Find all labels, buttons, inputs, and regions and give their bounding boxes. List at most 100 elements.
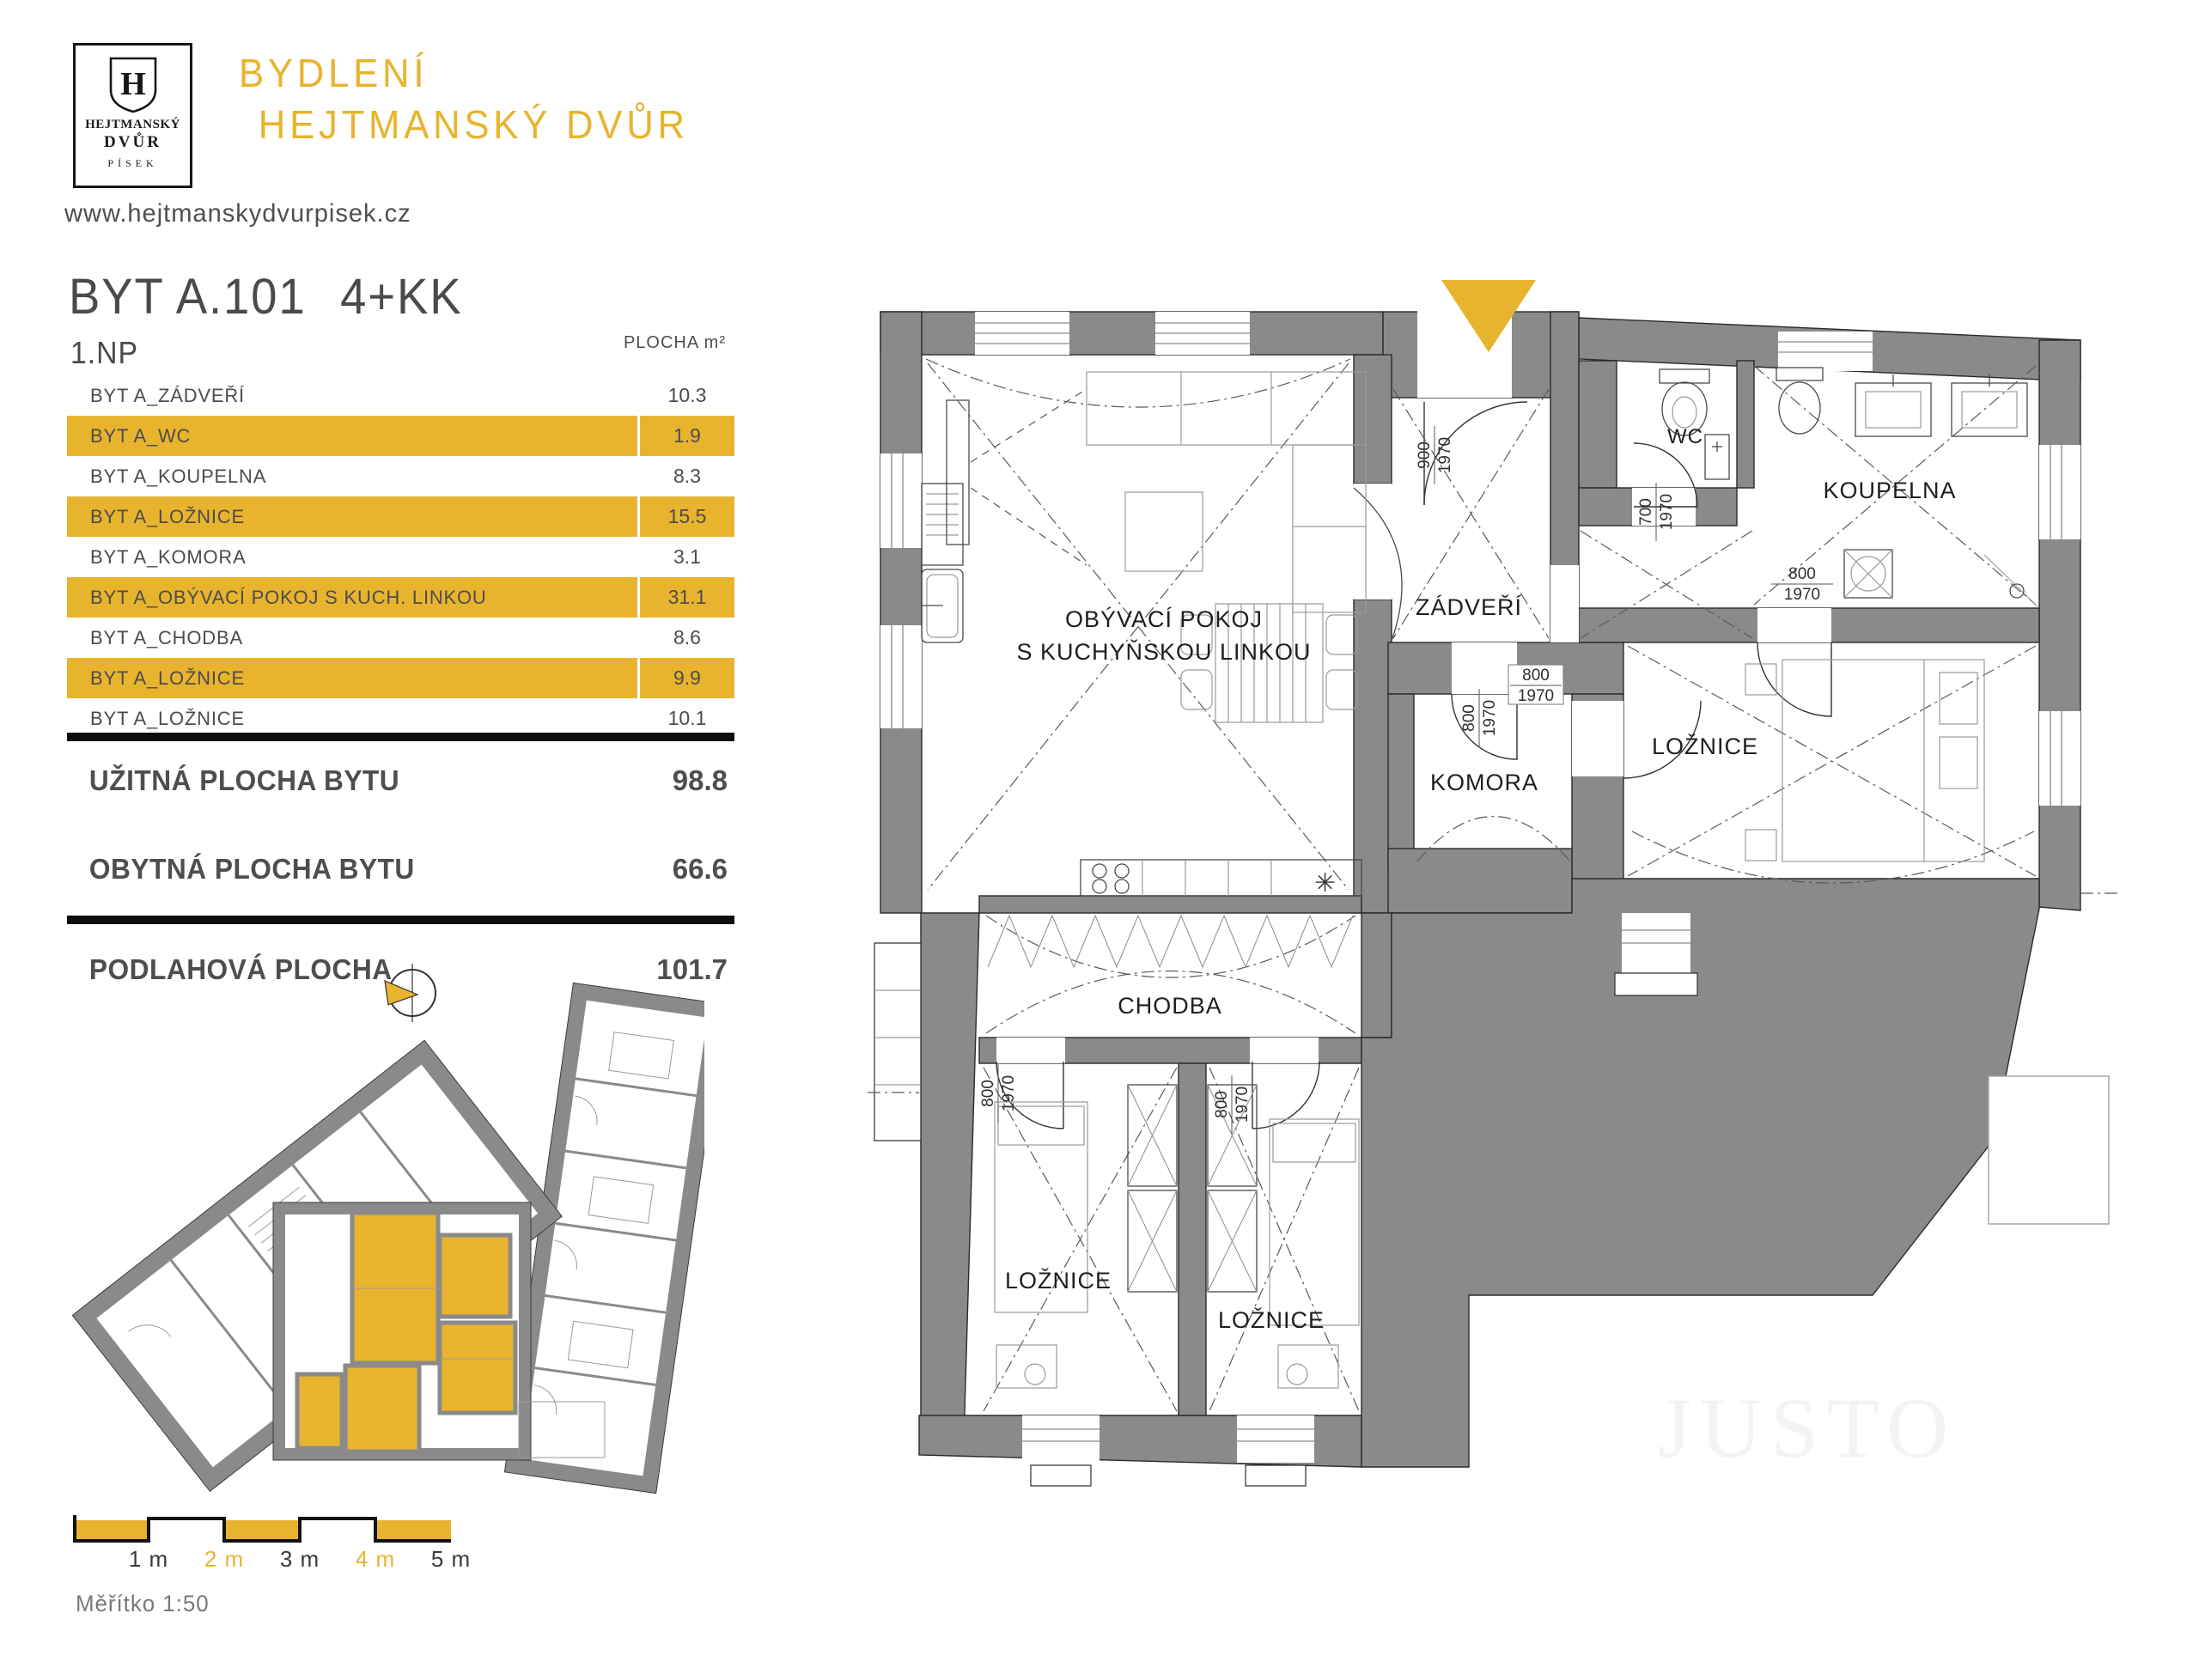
website-url: www.hejtmanskydvurpisek.cz [64, 199, 411, 228]
room-area-value: 10.3 [637, 375, 734, 416]
total-floor-label: PODLAHOVÁ PLOCHA [88, 953, 393, 985]
room-area-value: 9.9 [637, 658, 734, 698]
table-row: BYT A_CHODBA 8.6 [67, 618, 734, 658]
scale-label: 4 m [355, 1546, 396, 1572]
room-label-koupelna: KOUPELNA [1823, 478, 1956, 503]
dim-loznice-right-h: 1970 [1518, 687, 1554, 705]
total-living-row: OBYTNÁ PLOCHA BYTU 66.6 [67, 853, 734, 886]
mini-apartment-highlight [272, 1202, 606, 1461]
compass-icon [384, 964, 436, 1022]
scale-caption: Měřítko 1:50 [76, 1591, 210, 1616]
total-floor-row: PODLAHOVÁ PLOCHA 101.7 [67, 953, 734, 986]
scale-labels: 1 m 2 m 3 m 4 m 5 m [111, 1546, 489, 1573]
room-label-wc: WC [1667, 425, 1703, 448]
building-overview-map [71, 964, 704, 1494]
dim-loznice-br-h: 1970 [1234, 1087, 1252, 1123]
table-row: BYT A_WC 1.9 [67, 416, 734, 456]
room-area-value: 31.1 [637, 577, 734, 618]
total-usable-row: UŽITNÁ PLOCHA BYTU 98.8 [67, 764, 734, 797]
table-row: BYT A_LOŽNICE 9.9 [67, 658, 734, 698]
room-area-value: 15.5 [637, 496, 734, 537]
room-label-loznice-bl: LOŽNICE [1005, 1267, 1112, 1293]
room-area-value: 1.9 [637, 416, 734, 456]
room-label: BYT A_KOUPELNA [90, 465, 267, 487]
shield-icon: H [109, 57, 156, 113]
vault-zigzag [987, 914, 1354, 969]
dim-wc-w: 700 [1637, 498, 1655, 526]
scale-bar [73, 1515, 451, 1543]
room-label: BYT A_CHODBA [90, 626, 243, 648]
logo-monogram: H [120, 66, 146, 102]
table-row: BYT A_LOŽNICE 15.5 [67, 496, 734, 537]
door-dimension-labels: 900 1970 700 1970 800 1970 800 1970 [979, 426, 1833, 1134]
dim-komora-h: 1970 [1481, 700, 1499, 736]
room-area-value: 8.6 [637, 618, 734, 658]
floor-plan: ✳ [868, 280, 2122, 1487]
project-title-line1: BYDLENÍ [239, 51, 429, 95]
project-title: BYDLENÍ HEJTMANSKÝ DVŮR [239, 47, 689, 150]
unit-title: BYT A.101 4+KK [69, 268, 462, 326]
dim-komora-w: 800 [1460, 704, 1478, 732]
dim-loznice-right-w: 800 [1522, 667, 1550, 685]
brand-logo: H HEJTMANSKÝ DVŮR PÍSEK [73, 43, 192, 188]
total-floor-value: 101.7 [656, 953, 728, 985]
furniture: ✳ [921, 367, 2038, 1389]
divider-rule-bottom [67, 916, 734, 924]
room-label: BYT A_ZÁDVEŘÍ [90, 384, 245, 406]
plan-walls [880, 311, 2081, 1468]
extractor-symbol: ✳ [1314, 869, 1336, 898]
total-usable-label: UŽITNÁ PLOCHA BYTU [88, 764, 400, 796]
room-area-value: 3.1 [637, 537, 734, 577]
total-living-label: OBYTNÁ PLOCHA BYTU [88, 853, 415, 885]
watermark: JUSTO [1658, 1380, 1957, 1476]
unit-disposition: 4+KK [340, 269, 463, 325]
room-label-living-2: S KUCHYŇSKOU LINKOU [1016, 638, 1311, 665]
table-row: BYT A_KOUPELNA 8.3 [67, 456, 734, 496]
project-title-line2: HEJTMANSKÝ DVŮR [258, 102, 689, 147]
entrance-marker-icon [1441, 280, 1536, 352]
unit-floor: 1.NP [70, 335, 139, 370]
unit-name: BYT A.101 [69, 269, 307, 325]
scale-label: 3 m [279, 1546, 320, 1572]
table-row: BYT A_ZÁDVEŘÍ 10.3 [67, 375, 734, 416]
room-label: BYT A_WC [90, 424, 192, 447]
ceiling-projection-lines [925, 358, 2037, 1412]
room-label: BYT A_LOŽNICE [90, 667, 245, 689]
room-label-loznice-right: LOŽNICE [1652, 733, 1758, 759]
dim-wc-h: 1970 [1658, 494, 1676, 530]
logo-name-line1: HEJTMANSKÝ [85, 118, 180, 131]
room-label-zadveri: ZÁDVEŘÍ [1416, 593, 1522, 620]
room-label-loznice-br: LOŽNICE [1218, 1306, 1325, 1333]
mini-right-wing [503, 982, 704, 1494]
dim-loznice-bl-h: 1970 [1000, 1075, 1018, 1111]
room-area-value: 10.1 [637, 698, 734, 739]
divider-rule-top [67, 733, 734, 741]
room-label-chodba: CHODBA [1118, 993, 1222, 1019]
logo-city: PÍSEK [107, 157, 158, 169]
room-label-komora: KOMORA [1430, 770, 1538, 795]
room-label: BYT A_KOMORA [90, 545, 247, 568]
area-table: BYT A_ZÁDVEŘÍ 10.3 BYT A_WC 1.9 BYT A_KO… [67, 375, 734, 739]
total-usable-value: 98.8 [672, 764, 728, 796]
room-label: BYT A_LOŽNICE [90, 707, 245, 729]
dim-entrance-h: 1970 [1436, 437, 1454, 473]
scale-label: 1 m [128, 1546, 169, 1572]
table-row: BYT A_KOMORA 3.1 [67, 537, 734, 577]
dim-loznice-bl-w: 800 [979, 1080, 997, 1107]
room-label: BYT A_LOŽNICE [90, 505, 245, 527]
room-label: BYT A_OBÝVACÍ POKOJ S KUCH. LINKOU [90, 586, 487, 608]
area-column-header: PLOCHA m² [623, 333, 726, 352]
room-area-value: 8.3 [637, 456, 734, 496]
total-living-value: 66.6 [672, 853, 728, 885]
table-row: BYT A_LOŽNICE 10.1 [67, 698, 734, 739]
dim-koupelna-h: 1970 [1784, 586, 1820, 604]
room-label-living-1: OBÝVACÍ POKOJ [1065, 606, 1263, 632]
dim-koupelna-w: 800 [1788, 565, 1816, 583]
logo-name-line2: DVŮR [104, 133, 161, 151]
dim-entrance-w: 900 [1416, 441, 1434, 469]
dim-loznice-br-w: 800 [1213, 1091, 1231, 1118]
scale-label: 2 m [204, 1546, 245, 1572]
scale-label: 5 m [430, 1546, 472, 1572]
door-swings [996, 401, 1832, 1129]
